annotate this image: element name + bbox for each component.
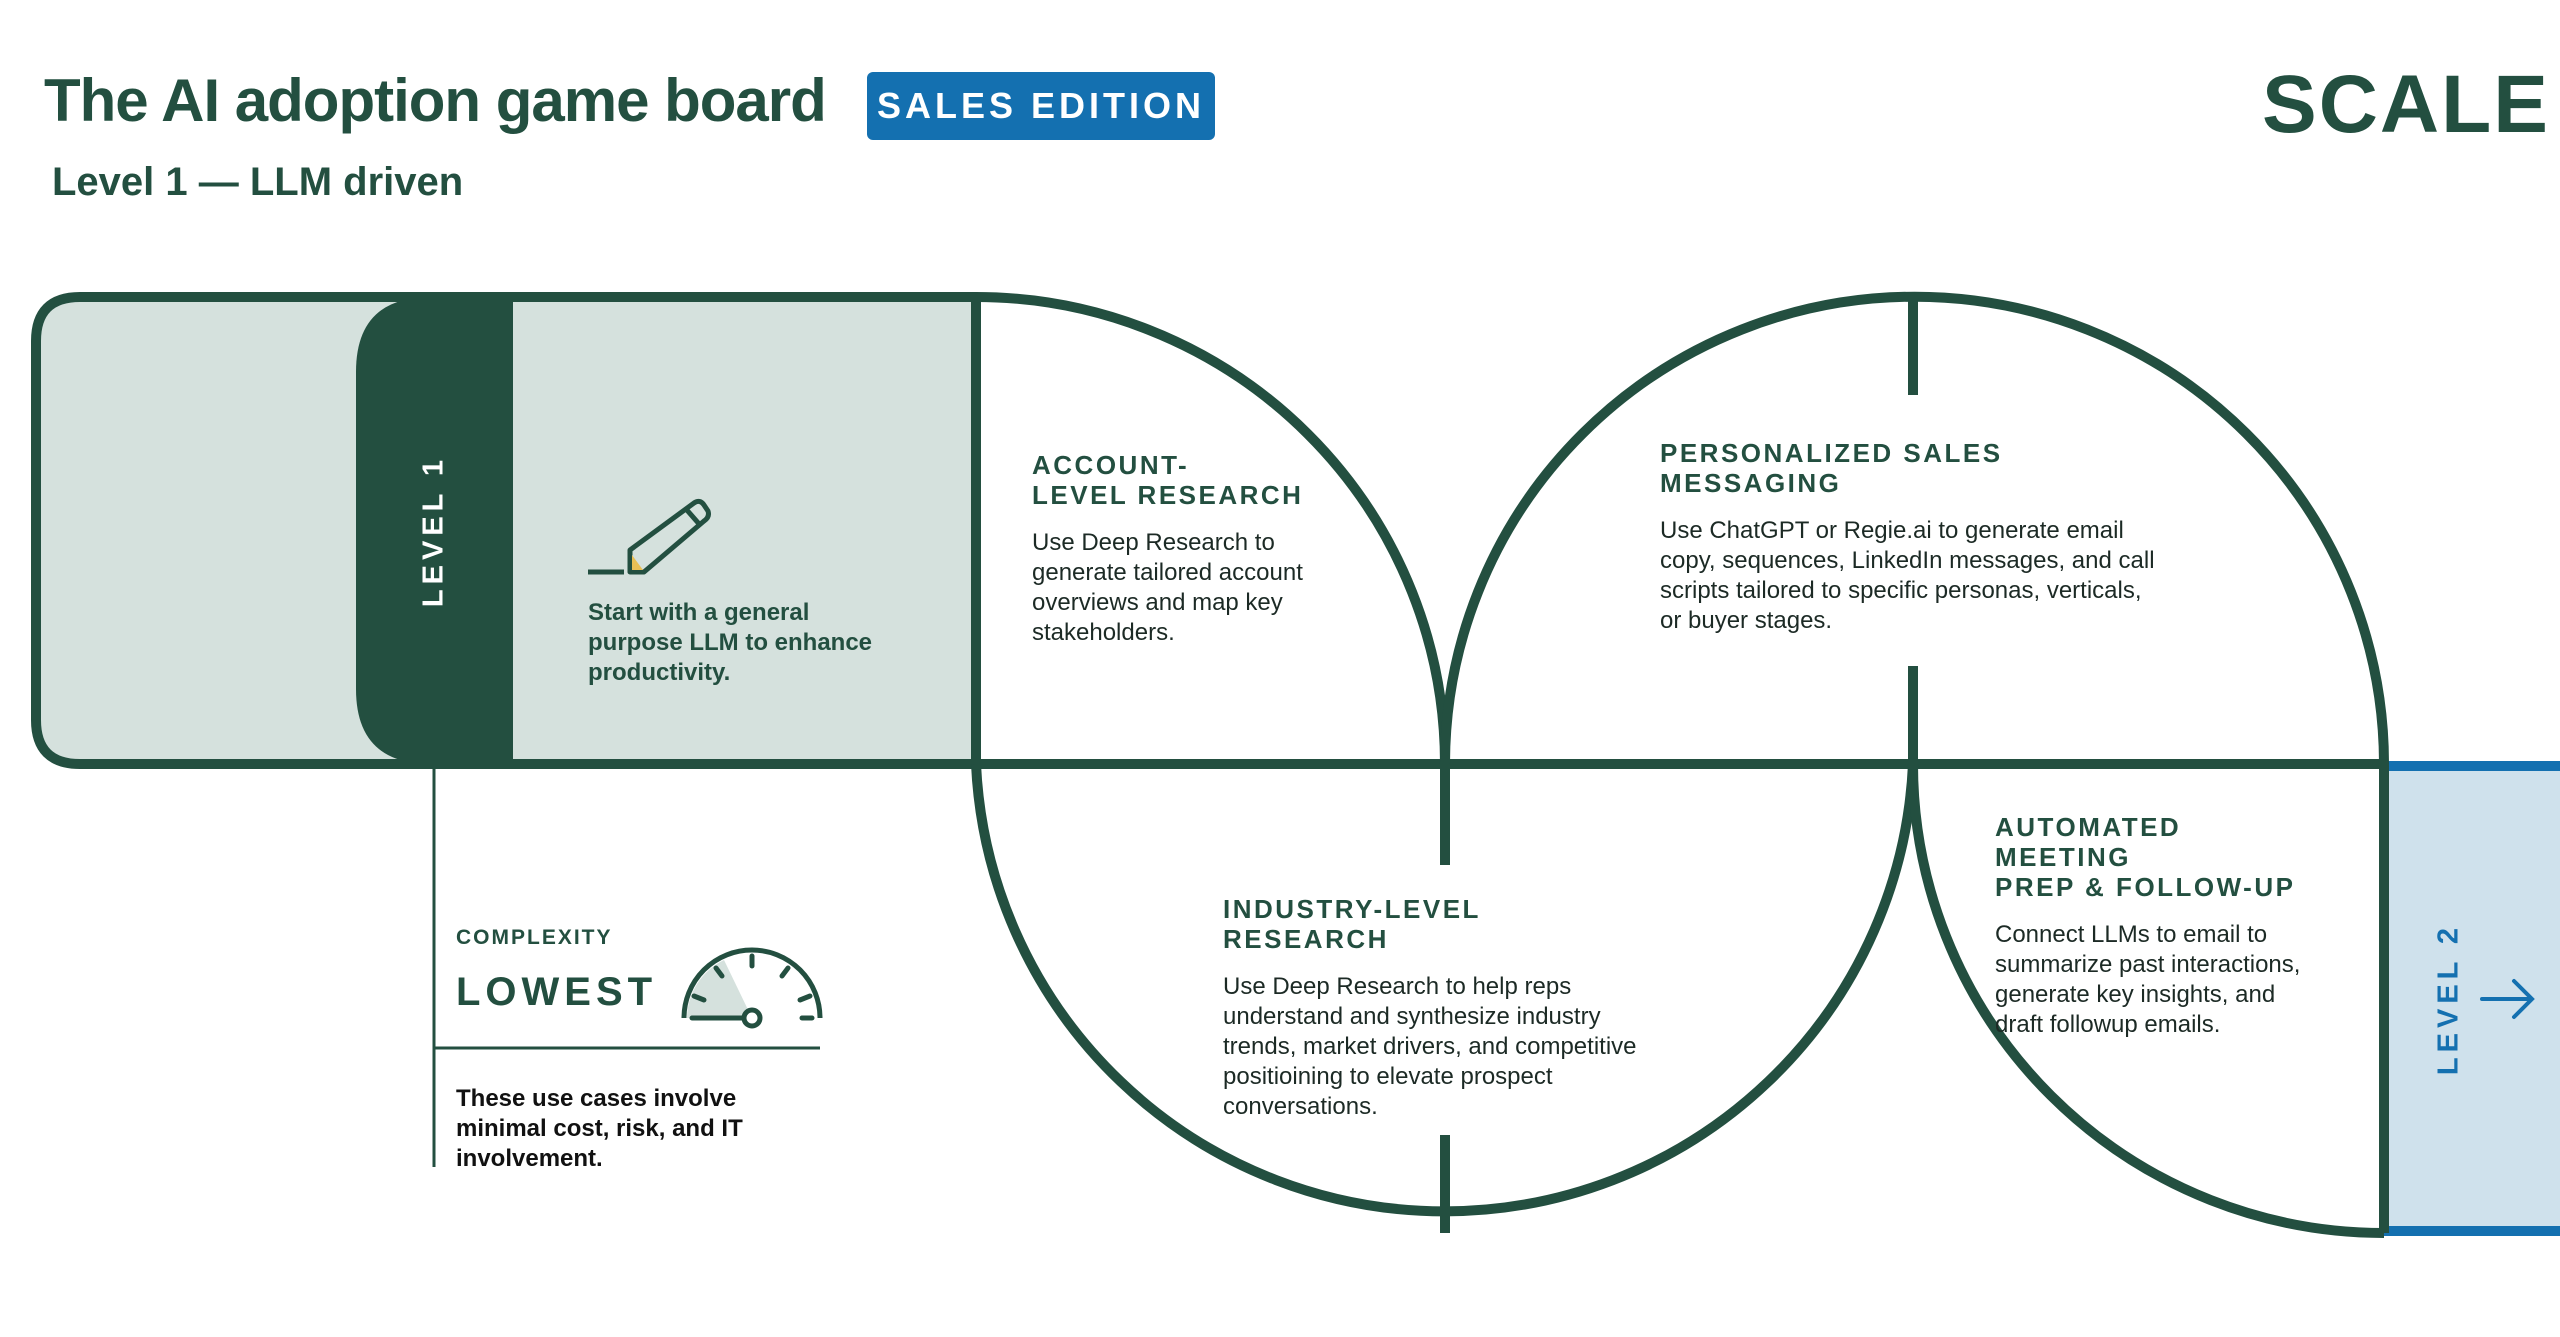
arc-personalized bbox=[1440, 291, 2389, 765]
complexity-value: LOWEST bbox=[456, 970, 658, 1014]
card-body: Use Deep Research to help reps understan… bbox=[1223, 973, 1637, 1120]
card-industry-research: INDUSTRY-LEVEL RESEARCH Use Deep Researc… bbox=[1223, 894, 1643, 1122]
level1-description: Start with a general purpose LLM to enha… bbox=[588, 599, 873, 686]
pencil-icon bbox=[588, 498, 711, 575]
board-outline-left bbox=[31, 292, 2384, 769]
scale-logo: SCALE bbox=[2262, 59, 2550, 150]
level2-label: LEVEL 2 bbox=[2432, 922, 2465, 1076]
arc-account bbox=[975, 292, 1450, 765]
card-body: Use ChatGPT or Regie.ai to generate emai… bbox=[1660, 517, 2155, 634]
arc-automated bbox=[1908, 763, 2385, 1238]
page-title: The AI adoption game board bbox=[44, 67, 827, 134]
card-account-research: ACCOUNT- LEVEL RESEARCH Use Deep Researc… bbox=[1032, 450, 1362, 648]
level1-label: LEVEL 1 bbox=[417, 454, 450, 608]
edition-badge: SALES EDITION bbox=[867, 72, 1215, 140]
card-title: PERSONALIZED SALES MESSAGING bbox=[1660, 438, 2003, 498]
page-subtitle: Level 1 — LLM driven bbox=[52, 160, 464, 204]
card-automated-meeting: AUTOMATED MEETING PREP & FOLLOW-UP Conne… bbox=[1995, 812, 2325, 1040]
complexity-description: These use cases involve minimal cost, ri… bbox=[456, 1085, 743, 1172]
card-title: INDUSTRY-LEVEL RESEARCH bbox=[1223, 894, 1481, 954]
arrow-right-icon bbox=[2480, 979, 2535, 1019]
card-body: Use Deep Research to generate tailored a… bbox=[1032, 529, 1303, 646]
level1-band bbox=[356, 297, 513, 764]
complexity-label: COMPLEXITY bbox=[456, 926, 613, 949]
card-title: AUTOMATED MEETING PREP & FOLLOW-UP bbox=[1995, 812, 2296, 902]
card-personalized-messaging: PERSONALIZED SALES MESSAGING Use ChatGPT… bbox=[1660, 438, 2160, 636]
card-title: ACCOUNT- LEVEL RESEARCH bbox=[1032, 450, 1304, 510]
card-body: Connect LLMs to email to summarize past … bbox=[1995, 921, 2301, 1038]
gauge-icon bbox=[681, 947, 823, 1029]
